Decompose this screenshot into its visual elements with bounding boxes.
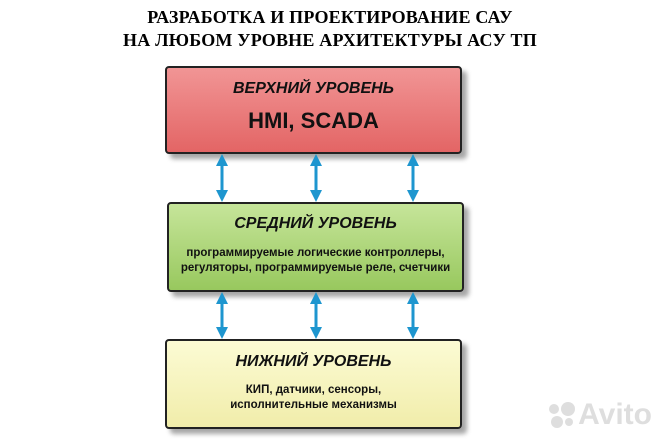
diagram-title-line-2: НА ЛЮБОМ УРОВНЕ АРХИТЕКТУРЫ АСУ ТП [123, 30, 537, 50]
bottom-level-description: КИП, датчики, сенсоры, исполнительные ме… [167, 383, 460, 413]
top-level-heading: ВЕРХНИЙ УРОВЕНЬ [232, 80, 395, 97]
top-level-box: ВЕРХНИЙ УРОВЕНЬ HMI, SCADA [165, 66, 462, 154]
bottom-level-line-2: исполнительные механизмы [230, 399, 397, 411]
diagram-title-line-1: РАЗРАБОТКА И ПРОЕКТИРОВАНИЕ САУ [147, 7, 513, 27]
middle-level-line-2: регуляторы, программируемые реле, счетчи… [180, 262, 451, 274]
bottom-level-heading: НИЖНИЙ УРОВЕНЬ [235, 353, 392, 370]
top-level-content: HMI, SCADA [248, 108, 379, 133]
middle-level-box: СРЕДНИЙ УРОВЕНЬ программируемые логическ… [167, 202, 464, 292]
middle-level-line-1: программируемые логические контроллеры, [186, 247, 445, 259]
middle-level-heading: СРЕДНИЙ УРОВЕНЬ [234, 215, 397, 232]
bottom-level-box: НИЖНИЙ УРОВЕНЬ КИП, датчики, сенсоры, ис… [165, 339, 462, 429]
middle-level-description: программируемые логические контроллеры, … [169, 246, 462, 276]
avito-watermark: Avito [549, 398, 652, 432]
avito-watermark-text: Avito [578, 398, 652, 431]
bottom-level-line-1: КИП, датчики, сенсоры, [245, 384, 382, 396]
avito-logo-icon [549, 402, 576, 428]
